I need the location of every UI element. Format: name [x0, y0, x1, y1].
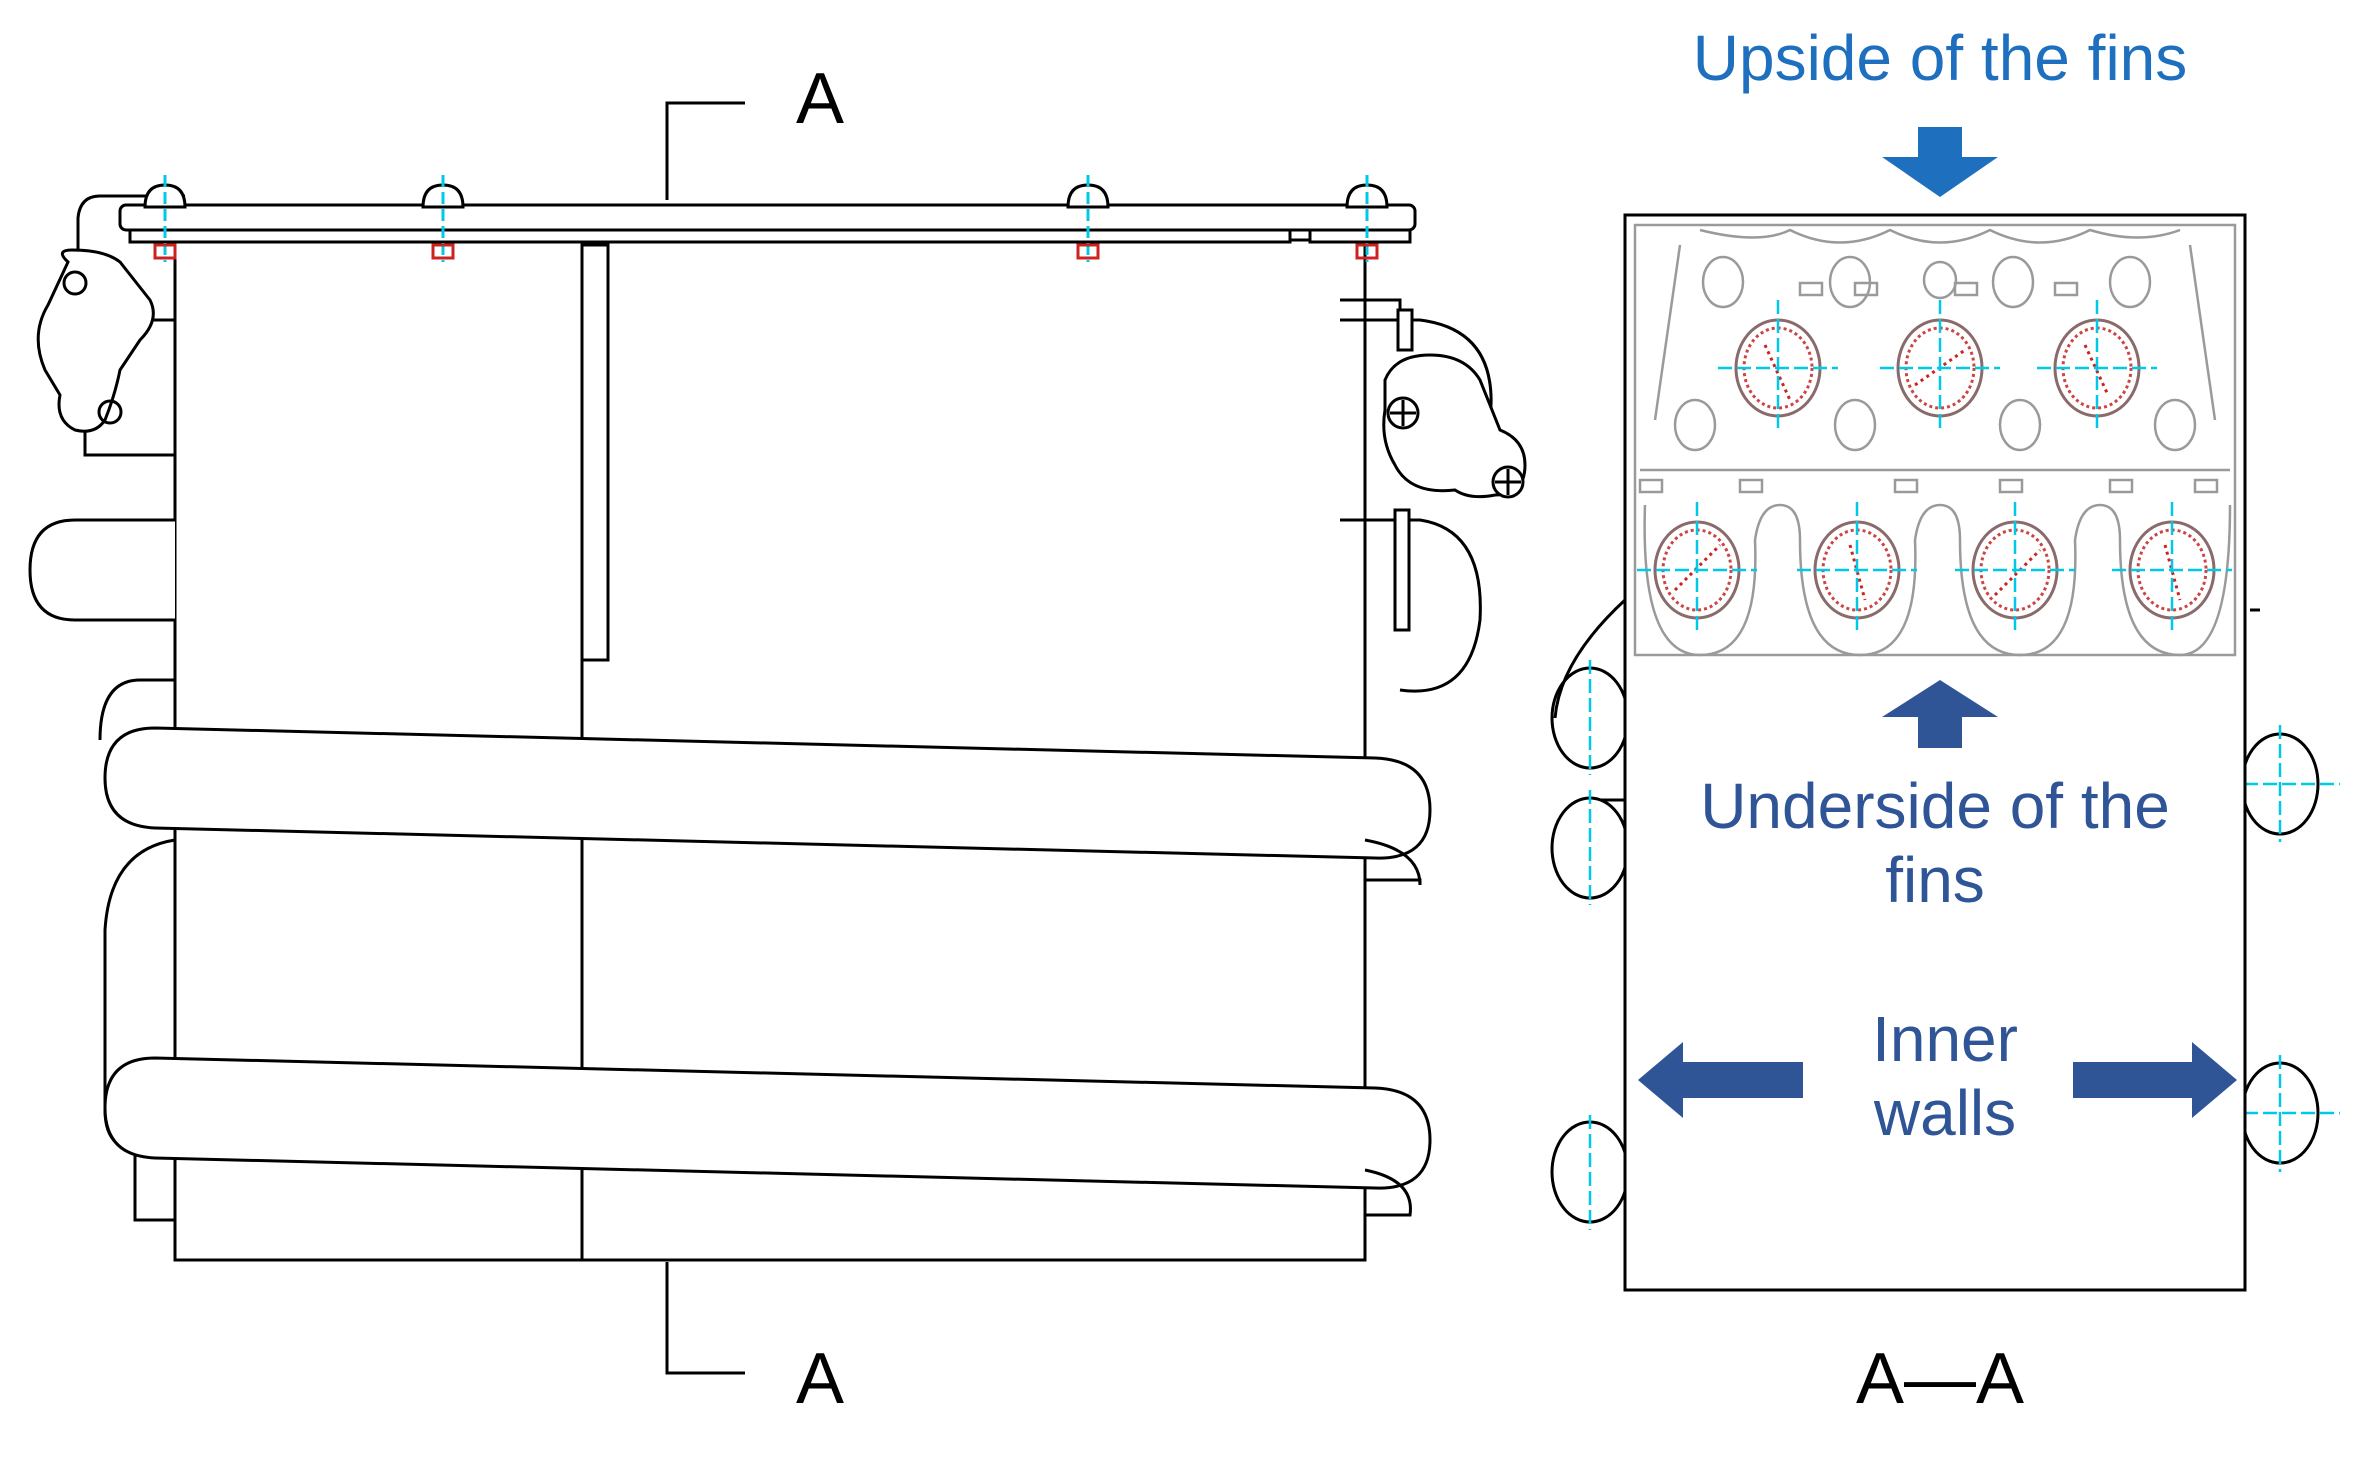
underside-label-line2: fins	[1885, 843, 1985, 916]
top-plate-lower	[128, 228, 1292, 244]
screw	[1066, 175, 1110, 262]
underside-label: Underside of the fins	[1630, 770, 2240, 917]
left-pipe-lower	[98, 678, 175, 741]
down-arrow-icon	[1882, 127, 1998, 197]
screw	[143, 175, 187, 262]
fin-tube-centerlines	[1637, 300, 2232, 632]
left-arrow-icon	[1638, 1042, 1803, 1118]
top-plate-lip	[1308, 228, 1412, 244]
left-foot	[133, 1150, 175, 1222]
fin-plate	[1633, 223, 2237, 657]
left-pipe-middle	[28, 518, 175, 622]
right-pipe-bottom	[1364, 1168, 1412, 1217]
underside-label-line1: Underside of the	[1700, 770, 2170, 842]
section-marker-bottom: A	[795, 1339, 845, 1419]
bolt-icon	[1491, 465, 1525, 499]
section-title: A—A	[1855, 1339, 2025, 1419]
bolt-icon	[1386, 396, 1420, 430]
screw	[1345, 175, 1389, 262]
thermostat-icon	[36, 248, 155, 433]
inner-walls-label-line2: walls	[1873, 1076, 2017, 1149]
section-marker-top: A	[795, 59, 845, 139]
up-arrow-icon	[1882, 680, 1998, 748]
upside-label: Upside of the fins	[1692, 22, 2188, 94]
top-plate	[118, 203, 1417, 232]
thermostat-icon	[1382, 308, 1527, 632]
right-pipe-lower	[1364, 838, 1422, 886]
left-thermostat-wire	[76, 194, 185, 265]
section-box	[1623, 213, 2247, 1292]
section-cut-top	[665, 101, 745, 200]
coil-pipe-upper	[103, 726, 1432, 860]
top-screws	[143, 175, 1389, 262]
coil-pipe-lower	[103, 1056, 1432, 1190]
right-pipe-middle	[1340, 518, 1482, 693]
section-view	[1550, 127, 2340, 1292]
baffle-plate	[580, 243, 610, 662]
right-arrow-icon	[2073, 1042, 2237, 1118]
screw	[421, 175, 465, 262]
inner-walls-label-line1: Inner	[1872, 1003, 2018, 1075]
right-pipe-upper	[1340, 318, 1493, 421]
section-cut-bottom	[665, 1262, 745, 1375]
inner-walls-label: Inner walls	[1830, 1003, 2060, 1150]
front-view	[28, 101, 1527, 1375]
